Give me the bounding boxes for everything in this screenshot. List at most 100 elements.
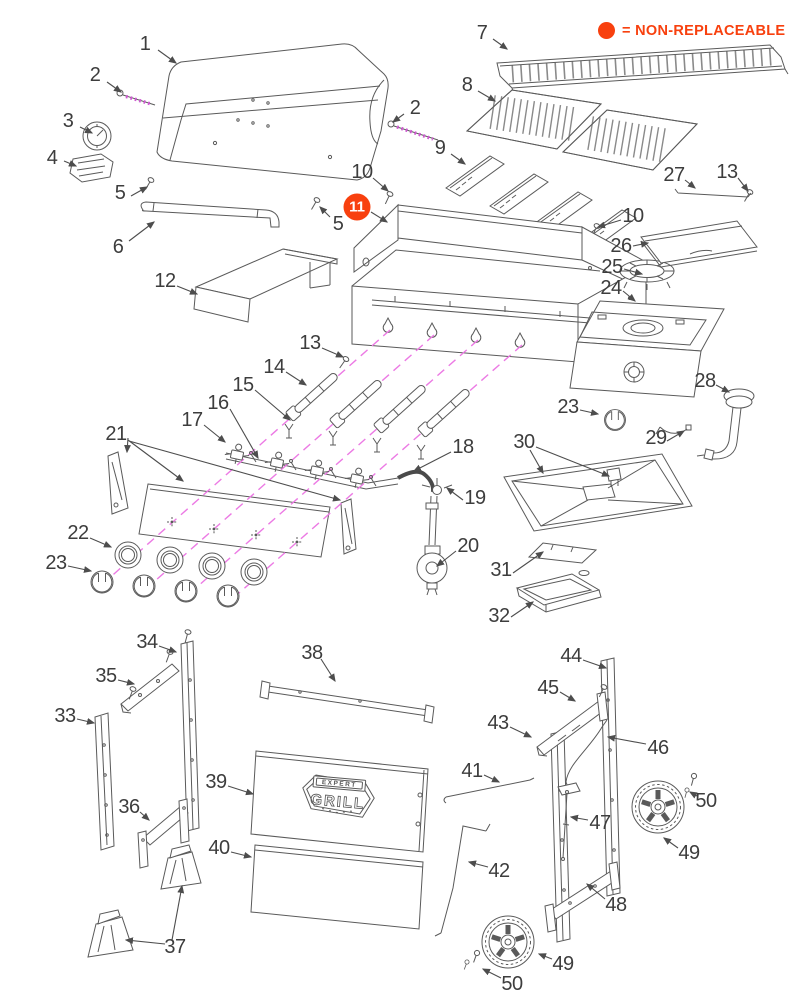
part-label-9[interactable]: 9 (434, 137, 446, 159)
part-label-24[interactable]: 24 (600, 277, 622, 299)
part-label-13[interactable]: 13 (716, 161, 738, 183)
part-label-43[interactable]: 43 (487, 712, 509, 734)
part-label-2[interactable]: 2 (409, 97, 421, 119)
leader-line-9 (450, 153, 467, 165)
part-label-22[interactable]: 22 (67, 522, 89, 544)
leader-line-43 (509, 726, 533, 738)
part-label-10[interactable]: 10 (622, 205, 644, 227)
lid-bolt-right-drawing (387, 120, 439, 141)
part-label-34[interactable]: 34 (136, 631, 158, 653)
legend: = NON-REPLACEABLE (598, 22, 785, 39)
leader-line-5 (319, 206, 331, 218)
part-label-5[interactable]: 5 (114, 182, 126, 204)
part-label-50[interactable]: 50 (501, 973, 523, 995)
part-label-1[interactable]: 1 (139, 33, 151, 55)
part-label-12[interactable]: 12 (154, 270, 176, 292)
cooking-grates-drawing (465, 89, 699, 171)
leader-line-1 (157, 49, 178, 64)
part-label-4[interactable]: 4 (46, 147, 58, 169)
part-label-46[interactable]: 46 (647, 737, 669, 759)
part-label-23[interactable]: 23 (557, 396, 579, 418)
leader-line-22 (89, 537, 113, 548)
wire-bracket-drawing (527, 542, 598, 564)
leader-line-31 (512, 551, 545, 574)
part-label-5[interactable]: 5 (332, 213, 344, 235)
leader-line-27 (684, 179, 696, 189)
leader-line-34 (158, 645, 178, 653)
part-label-37[interactable]: 37 (164, 936, 186, 958)
part-label-15[interactable]: 15 (232, 374, 254, 396)
leader-line-28 (715, 384, 731, 393)
part-label-26[interactable]: 26 (610, 235, 632, 257)
leader-line-20 (436, 550, 457, 567)
part-label-25[interactable]: 25 (601, 256, 623, 278)
leader-line-50 (481, 968, 502, 979)
part-label-50[interactable]: 50 (695, 790, 717, 812)
leader-line-30 (529, 449, 544, 475)
bracket-48-drawing (544, 861, 621, 933)
leader-lines (63, 38, 749, 979)
leader-line-38 (320, 658, 336, 683)
rod-47-drawing (561, 790, 570, 861)
rod-42-drawing (434, 823, 491, 937)
side-shelf-lid-drawing (640, 220, 758, 268)
leader-line-45 (559, 691, 577, 702)
part-label-7[interactable]: 7 (476, 22, 488, 44)
part-label-13[interactable]: 13 (299, 332, 321, 354)
part-label-8[interactable]: 8 (461, 74, 473, 96)
leader-line-26 (632, 240, 650, 248)
leader-line-35 (117, 678, 136, 686)
part-label-3[interactable]: 3 (62, 110, 74, 132)
part-label-42[interactable]: 42 (488, 860, 510, 882)
part-label-31[interactable]: 31 (490, 559, 512, 581)
leader-line-14 (285, 371, 308, 386)
side-shelf-drawing (193, 248, 339, 323)
side-burner-box-drawing (569, 300, 725, 398)
part-label-45[interactable]: 45 (537, 677, 559, 699)
part-label-38[interactable]: 38 (301, 642, 323, 664)
part-label-36[interactable]: 36 (118, 796, 140, 818)
part-label-32[interactable]: 32 (488, 605, 510, 627)
part-label-10[interactable]: 10 (351, 161, 373, 183)
leader-line-49 (662, 837, 679, 849)
part-label-47[interactable]: 47 (589, 812, 611, 834)
part-label-49[interactable]: 49 (678, 842, 700, 864)
part-label-30[interactable]: 30 (513, 431, 535, 453)
part-label-35[interactable]: 35 (95, 665, 117, 687)
part-label-44[interactable]: 44 (560, 645, 582, 667)
part-label-48[interactable]: 48 (605, 894, 627, 916)
part-label-16[interactable]: 16 (207, 392, 229, 414)
legend-text: = NON-REPLACEABLE (622, 22, 786, 39)
non-replaceable-dot-icon (598, 22, 615, 39)
part-label-2[interactable]: 2 (89, 64, 101, 86)
door-panel-drawing: EXPERT GRILL (250, 750, 429, 853)
warming-rack-drawing (496, 44, 789, 95)
bracket-45-drawing (536, 683, 609, 757)
regulator-drawing (416, 495, 448, 596)
part-label-19[interactable]: 19 (464, 487, 486, 509)
part-label-6[interactable]: 6 (112, 236, 124, 258)
part-label-28[interactable]: 28 (694, 370, 716, 392)
leader-line-15 (254, 389, 291, 421)
leader-line-18 (412, 451, 452, 472)
part-label-20[interactable]: 20 (457, 535, 479, 557)
part-label-18[interactable]: 18 (452, 436, 474, 458)
igniter-wire-drawing (655, 424, 692, 435)
part-label-14[interactable]: 14 (263, 356, 285, 378)
part-label-23[interactable]: 23 (45, 552, 67, 574)
part-label-11-highlighted[interactable]: 11 (343, 193, 371, 221)
part-label-39[interactable]: 39 (205, 771, 227, 793)
part-label-33[interactable]: 33 (54, 705, 76, 727)
bracket-36-drawing (137, 798, 190, 869)
part-label-49[interactable]: 49 (552, 953, 574, 975)
part-label-29[interactable]: 29 (645, 427, 667, 449)
leader-line-17 (203, 424, 226, 443)
leader-line-2 (391, 113, 405, 123)
part-label-17[interactable]: 17 (181, 409, 203, 431)
part-label-27[interactable]: 27 (663, 164, 685, 186)
part-label-21[interactable]: 21 (105, 423, 127, 445)
part-label-40[interactable]: 40 (208, 837, 230, 859)
part-label-41[interactable]: 41 (461, 760, 483, 782)
leader-line-21 (124, 437, 131, 454)
